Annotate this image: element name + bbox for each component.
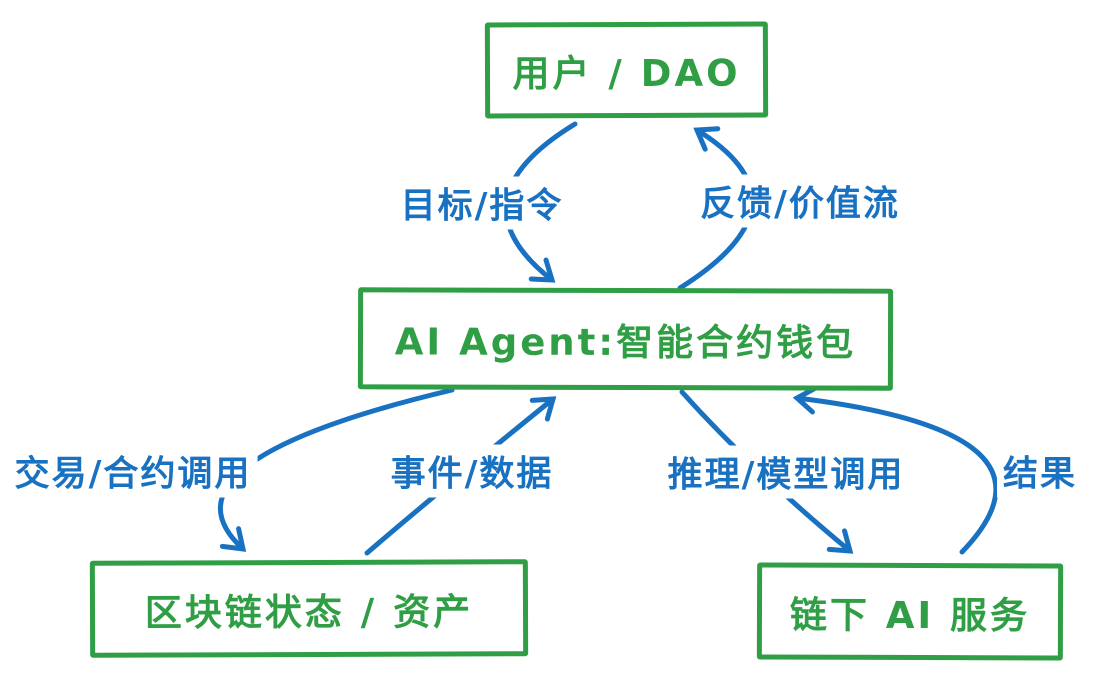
node-blockchain-state-assets: 区块链状态 / 资产 (89, 559, 529, 658)
edge-label-tx-contract-calls: 交易/合约调用 (8, 444, 258, 498)
edge-label-inference-model-calls: 推理/模型调用 (661, 445, 911, 499)
edge-label-events-data: 事件/数据 (384, 444, 560, 498)
edge-label-results: 结果 (996, 444, 1084, 498)
node-user-dao: 用户 / DAO (484, 21, 769, 119)
arrow-results (792, 385, 999, 555)
node-offchain-ai-services: 链下 AI 服务 (756, 562, 1064, 661)
edge-label-goal-instructions: 目标/指令 (394, 176, 570, 230)
node-ai-agent-wallet: AI Agent:智能合约钱包 (357, 287, 894, 391)
edge-label-feedback-value-flow: 反馈/价值流 (694, 174, 906, 228)
